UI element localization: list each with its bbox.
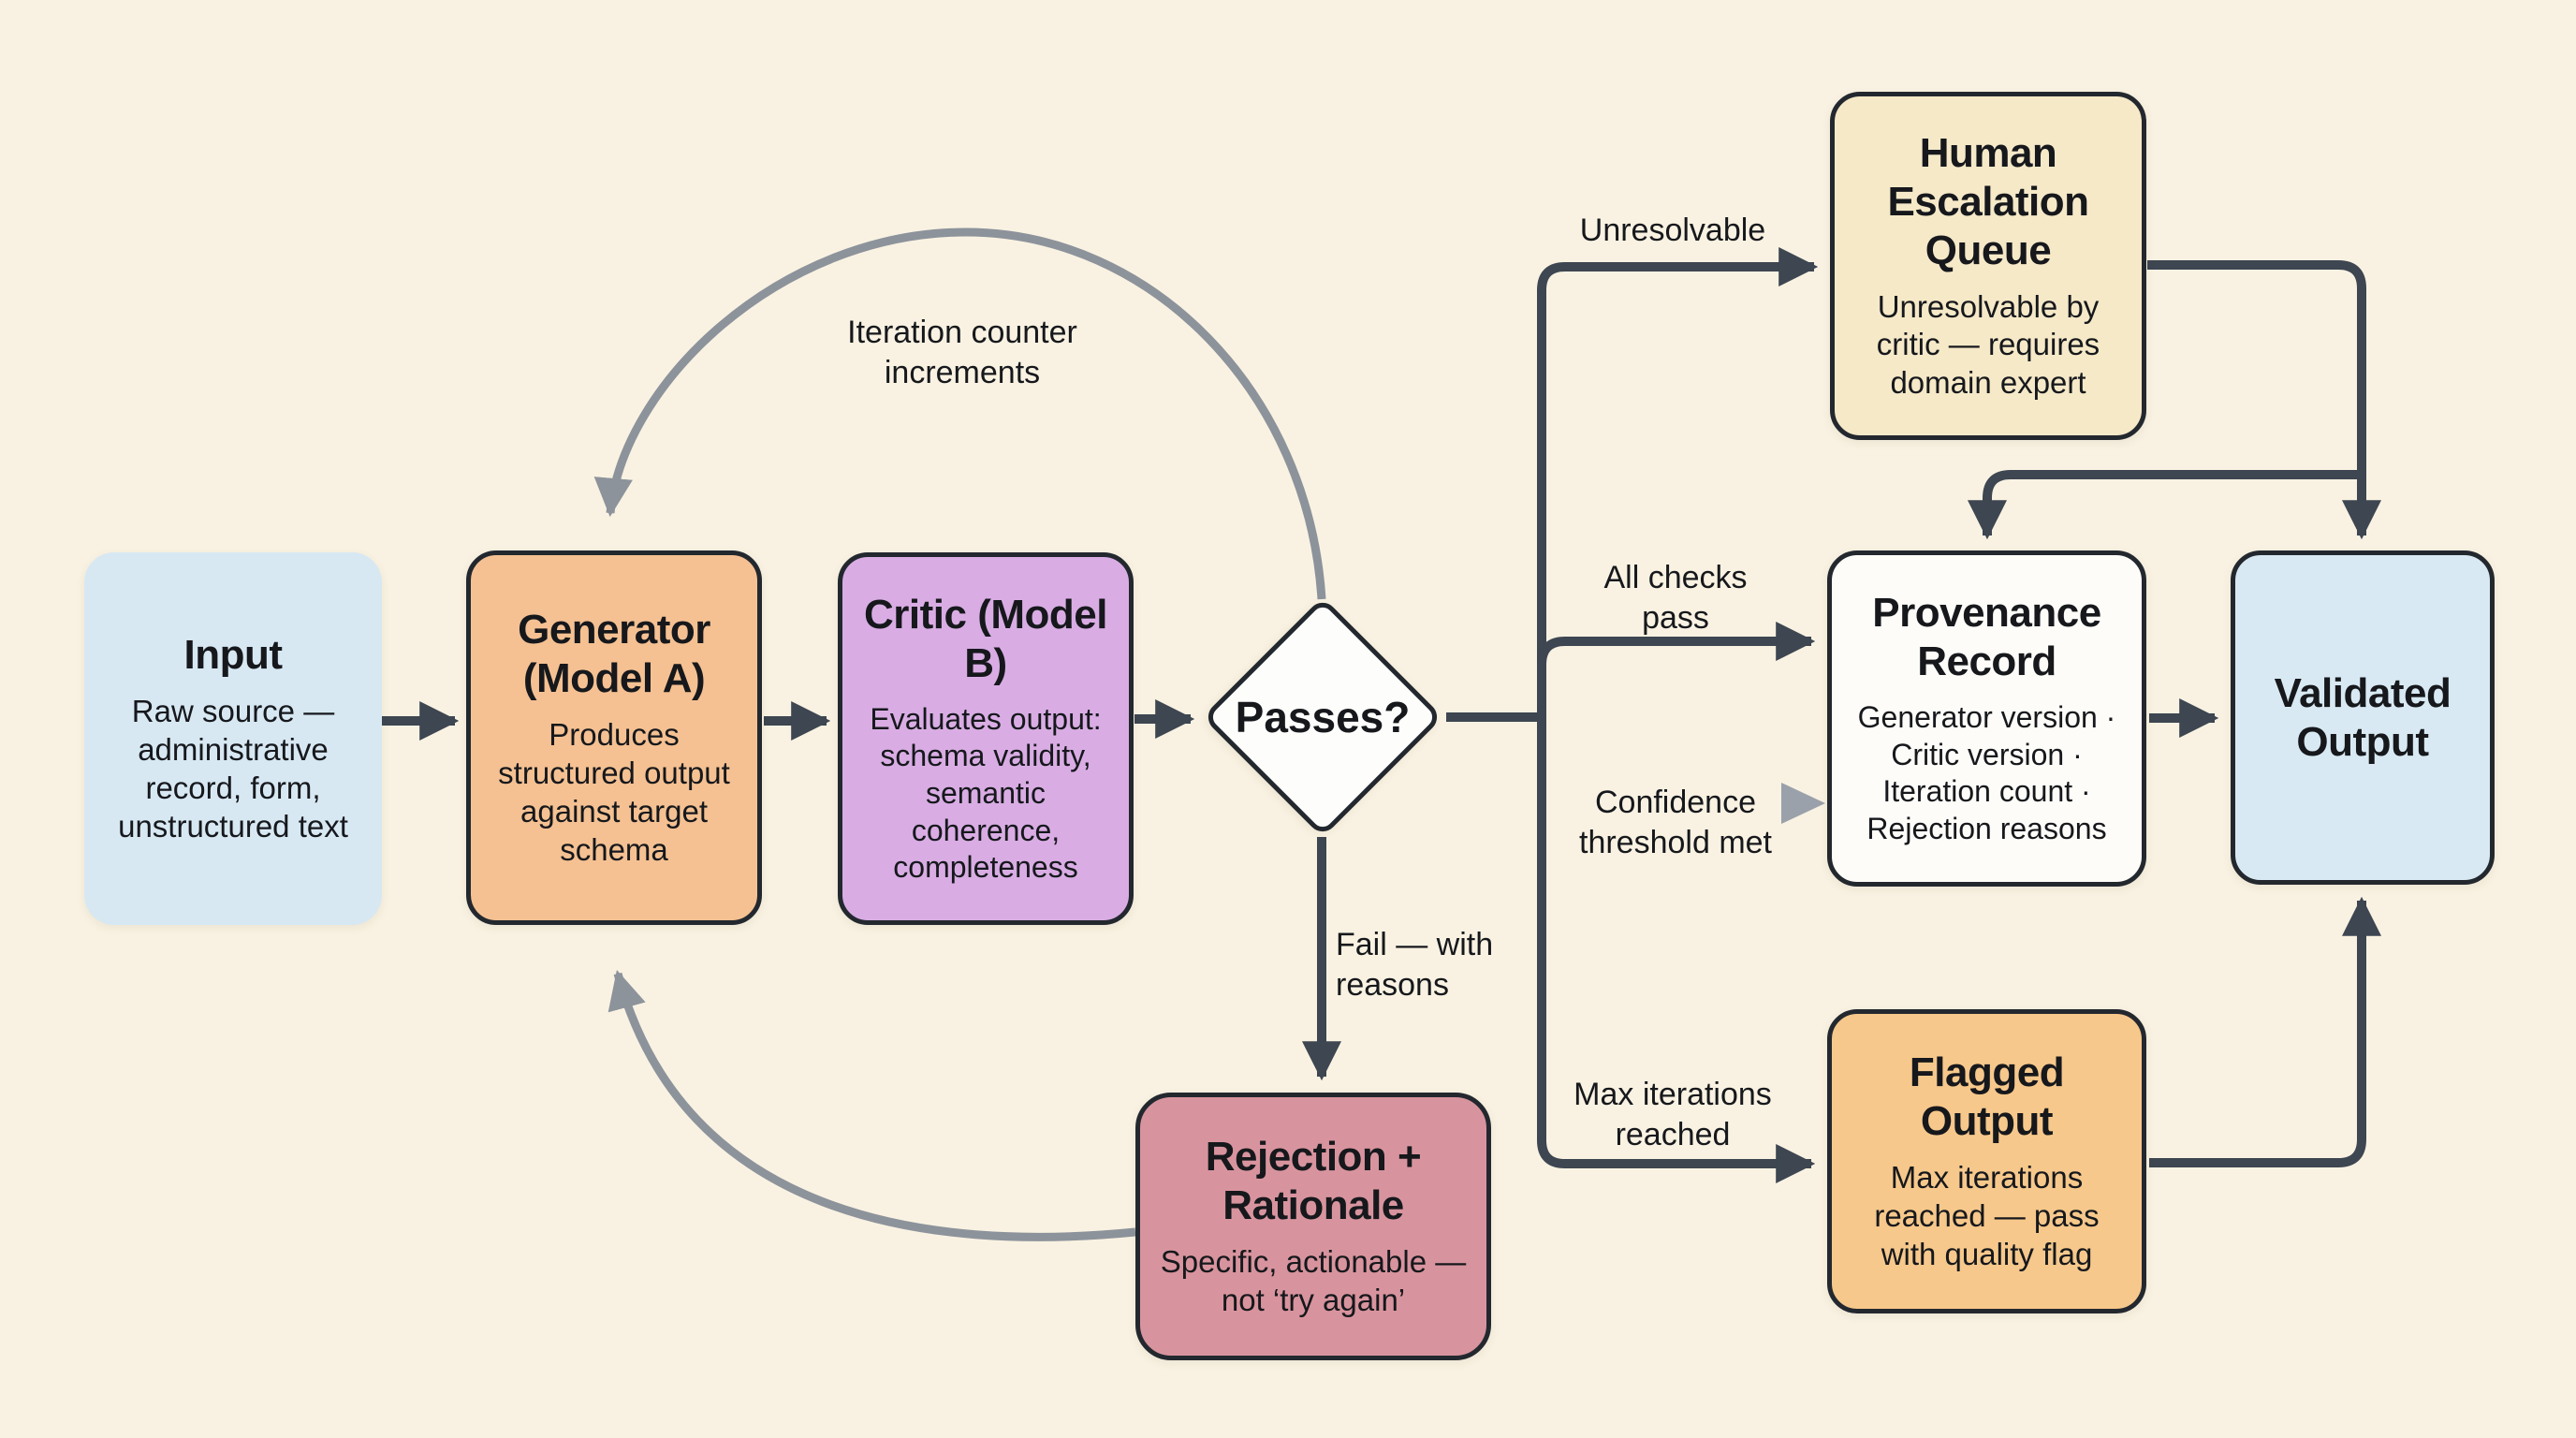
input-body: Raw source — administrative record, form… <box>118 694 348 844</box>
arrow-unresolvable-to-human-escalation <box>1537 247 1819 717</box>
passes-label: Passes? <box>1235 693 1411 741</box>
node-provenance-record: Provenance Record Generator version · Cr… <box>1827 550 2146 887</box>
node-generator: Generator (Model A) Produces structured … <box>466 550 762 925</box>
node-validated-output: Validated Output <box>2231 550 2495 885</box>
arrow-max-iterations-to-flagged <box>1537 717 1816 1183</box>
edge-label-max-iterations: Max iterations reached <box>1573 1077 1772 1152</box>
flagged-body: Max iterations reached — pass with quali… <box>1874 1160 2100 1271</box>
arrow-flagged-to-validated <box>2149 896 2381 1167</box>
node-critic: Critic (Model B) Evaluates output: schem… <box>838 552 1134 925</box>
human-escalation-title: Human Escalation Queue <box>1887 129 2089 273</box>
arrow-human-escalation-to-validated <box>2147 260 2381 540</box>
edge-label-confidence-threshold: Confidence threshold met <box>1579 785 1772 860</box>
confidence-threshold-arrowhead-icon <box>1781 783 1825 824</box>
validated-title: Validated Output <box>2274 669 2452 765</box>
input-title: Input <box>183 632 283 679</box>
arrow-human-escalation-to-provenance <box>1968 470 2362 540</box>
generator-body: Produces structured output against targe… <box>498 717 730 867</box>
loop-arc-passes-to-generator-top <box>593 227 1326 600</box>
edge-label-iteration-counter: Iteration counter increments <box>847 315 1077 390</box>
edge-label-fail-with-reasons: Fail — with reasons <box>1336 927 1494 1003</box>
node-flagged-output: Flagged Output Max iterations reached — … <box>1827 1009 2146 1313</box>
node-input: Input Raw source — administrative record… <box>84 552 382 925</box>
critic-body: Evaluates output: schema validity, seman… <box>870 701 1102 885</box>
rejection-title: Rejection + Rationale <box>1205 1134 1422 1229</box>
node-human-escalation-queue: Human Escalation Queue Unresolvable by c… <box>1830 92 2146 440</box>
edge-label-unresolvable: Unresolvable <box>1579 213 1766 248</box>
edge-label-all-checks-pass: All checks pass <box>1603 560 1748 636</box>
arrow-all-checks-pass-to-provenance <box>1537 622 1816 717</box>
loop-arc-rejection-to-generator-bottom <box>607 970 1136 1241</box>
provenance-title: Provenance Record <box>1872 590 2101 685</box>
generator-title: Generator (Model A) <box>518 607 710 702</box>
flagged-title: Flagged Output <box>1909 1049 2065 1145</box>
node-rejection-rationale: Rejection + Rationale Specific, actionab… <box>1135 1093 1491 1360</box>
critic-title: Critic (Model B) <box>864 591 1107 686</box>
node-passes-decision: Passes? <box>1202 596 1443 838</box>
rejection-body: Specific, actionable — not ‘try again’ <box>1160 1244 1467 1317</box>
human-escalation-body: Unresolvable by critic — requires domain… <box>1876 288 2100 401</box>
provenance-body: Generator version · Critic version · Ite… <box>1857 700 2116 846</box>
